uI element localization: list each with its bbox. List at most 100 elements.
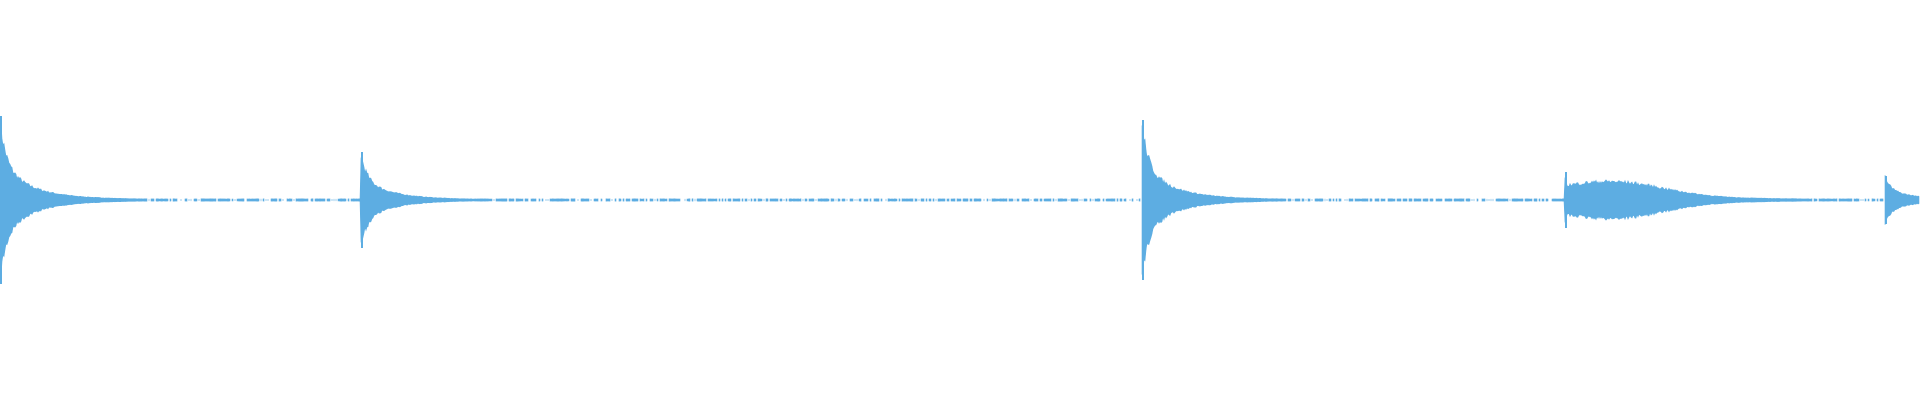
waveform-segment xyxy=(618,198,622,202)
waveform-segment xyxy=(932,198,935,202)
waveform-segment xyxy=(887,198,898,202)
waveform-segment xyxy=(1541,198,1545,202)
waveform-segment xyxy=(925,198,928,202)
waveform-segment xyxy=(538,198,541,202)
waveform-segment xyxy=(779,198,783,202)
waveform-segment xyxy=(1429,198,1434,202)
waveform-segment xyxy=(200,198,217,202)
waveform-segment xyxy=(1083,198,1088,202)
waveform-segment xyxy=(973,198,982,202)
waveform-segment xyxy=(605,198,611,202)
waveform-segment xyxy=(1867,198,1870,202)
waveform-segment xyxy=(956,198,962,202)
waveform-segment xyxy=(1545,198,1549,202)
waveform-segment xyxy=(1853,198,1860,202)
waveform-segment xyxy=(1481,198,1486,202)
waveform-segment xyxy=(1070,198,1079,202)
waveform-segment xyxy=(0,122,148,278)
waveform-segment xyxy=(937,198,946,202)
waveform-segment xyxy=(830,198,835,202)
waveform-segment xyxy=(849,198,854,202)
waveform-segment xyxy=(295,198,309,202)
waveform-segment xyxy=(580,198,590,202)
waveform-segment xyxy=(286,198,293,202)
waveform-segment xyxy=(193,198,198,202)
waveform-segment xyxy=(1141,125,1287,275)
waveform-segment xyxy=(1131,198,1134,202)
waveform-segment xyxy=(625,198,631,202)
waveform-segment xyxy=(1864,198,1867,202)
waveform-segment xyxy=(262,198,265,202)
waveform-segment xyxy=(1402,198,1408,202)
waveform-segment xyxy=(659,198,668,202)
waveform-segment xyxy=(656,198,659,202)
waveform-segment xyxy=(1294,198,1301,202)
waveform-segment xyxy=(530,198,537,202)
waveform-segment xyxy=(724,198,727,202)
waveform-segment xyxy=(600,198,603,202)
waveform-segment xyxy=(1039,198,1043,202)
waveform-segment xyxy=(765,198,769,202)
waveform-segment xyxy=(986,198,989,202)
waveform-segment xyxy=(614,198,617,202)
waveform-segment xyxy=(631,198,639,202)
waveform-segment xyxy=(508,198,515,202)
waveform-segment xyxy=(707,198,718,202)
waveform-segment xyxy=(757,198,763,202)
waveform-segment xyxy=(1413,198,1422,202)
waveform-segment xyxy=(841,198,846,202)
waveform-segment xyxy=(668,198,681,202)
waveform-segment xyxy=(495,198,508,202)
waveform-segment xyxy=(1435,198,1443,202)
waveform-segment xyxy=(217,198,231,202)
waveform-segment xyxy=(1008,198,1014,202)
waveform-segment xyxy=(1444,198,1453,202)
waveform-segment xyxy=(946,198,950,202)
waveform-segment xyxy=(1116,198,1119,202)
waveform-segment xyxy=(347,198,350,202)
waveform-segment xyxy=(920,198,925,202)
waveform-segment xyxy=(1138,198,1141,202)
waveform-segment xyxy=(721,198,724,202)
waveform-segment xyxy=(863,198,869,202)
waveform-segment xyxy=(1408,198,1413,202)
waveform-segment xyxy=(869,198,872,202)
waveform-segment xyxy=(231,198,234,202)
waveform-segment xyxy=(696,198,707,202)
waveform-segment xyxy=(1884,175,1920,225)
waveform-segment xyxy=(744,198,748,202)
waveform-segment xyxy=(901,198,914,202)
waveform-segment xyxy=(750,198,753,202)
waveform-segment xyxy=(1374,198,1380,202)
waveform-segment xyxy=(732,198,741,202)
waveform-segment xyxy=(278,198,282,202)
waveform-segment xyxy=(1033,198,1039,202)
waveform-segment xyxy=(1551,177,1813,223)
waveform-segment xyxy=(1119,198,1123,202)
waveform-segment xyxy=(1332,198,1335,202)
waveform-segment xyxy=(1043,198,1052,202)
waveform-segment xyxy=(1538,198,1541,202)
waveform-segment xyxy=(1354,198,1369,202)
waveform-segment xyxy=(1511,198,1524,202)
waveform-segment xyxy=(1105,198,1116,202)
waveform-segment xyxy=(928,198,932,202)
waveform-segment xyxy=(950,198,956,202)
waveform-segment xyxy=(1871,198,1876,202)
waveform-segment xyxy=(788,198,802,202)
waveform-segment xyxy=(1102,198,1105,202)
waveform-segment xyxy=(858,198,862,202)
waveform-segment xyxy=(727,198,732,202)
waveform-segment xyxy=(1123,198,1127,202)
waveform-segment xyxy=(1818,198,1838,202)
waveform-segment xyxy=(718,198,721,202)
waveform-segment xyxy=(1089,198,1092,202)
waveform-segment xyxy=(350,157,493,243)
waveform-segment xyxy=(1387,198,1396,202)
waveform-segment xyxy=(1328,198,1332,202)
waveform-segment xyxy=(1396,198,1402,202)
waveform-segment xyxy=(991,198,1008,202)
waveform-segment xyxy=(270,198,278,202)
